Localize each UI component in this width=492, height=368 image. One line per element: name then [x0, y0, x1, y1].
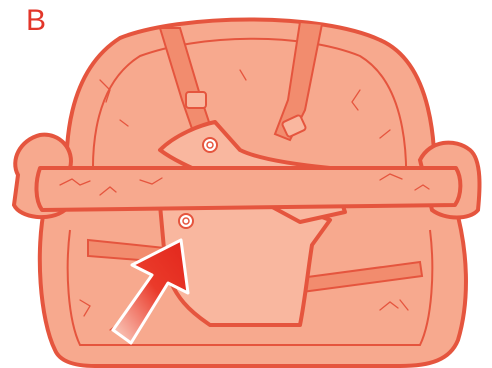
front-bumper-bar — [36, 168, 460, 210]
snap-button-icon — [203, 138, 217, 152]
left-strap-buckle — [186, 92, 206, 108]
snap-button-icon — [179, 214, 193, 228]
